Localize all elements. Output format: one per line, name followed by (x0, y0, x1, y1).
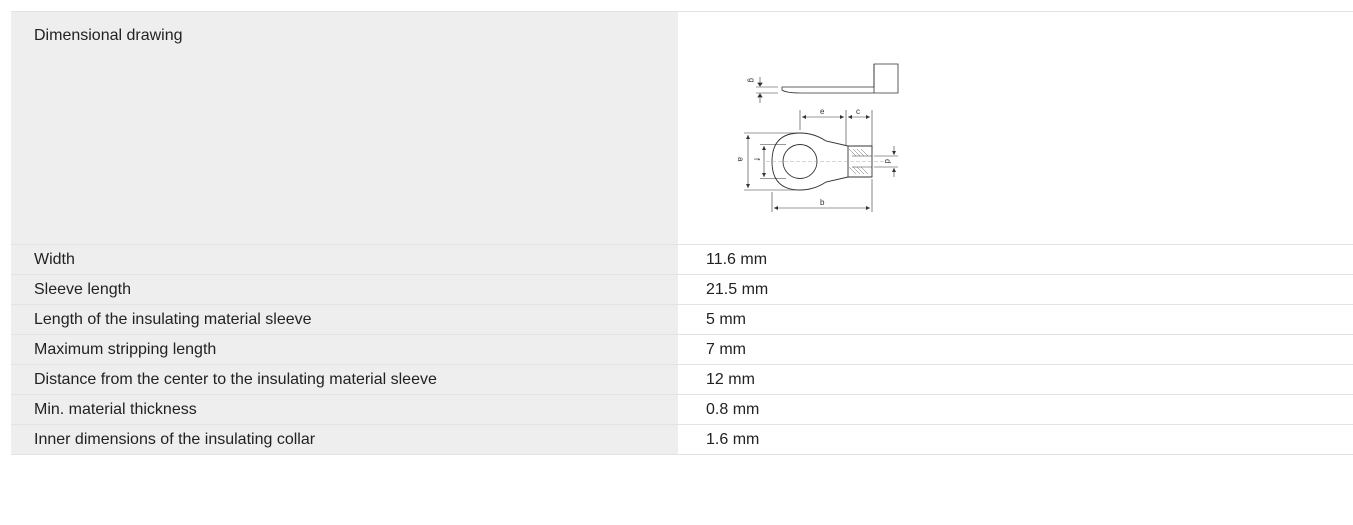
row-label: Length of the insulating material sleeve (11, 305, 678, 334)
spec-table: Dimensional drawing g (11, 11, 1353, 455)
row-value: 1.6 mm (678, 425, 1353, 454)
row-dimensional-drawing: Dimensional drawing g (11, 12, 1353, 245)
row-min-material-thickness: Min. material thickness 0.8 mm (11, 395, 1353, 425)
dim-letter-a: a (736, 157, 745, 162)
row-label: Dimensional drawing (11, 12, 678, 244)
row-width: Width 11.6 mm (11, 245, 1353, 275)
row-value: 5 mm (678, 305, 1353, 334)
dim-letter-d: d (883, 159, 892, 163)
dim-letter-b: b (820, 198, 825, 207)
row-sleeve-length: Sleeve length 21.5 mm (11, 275, 1353, 305)
dim-letter-f: f (752, 158, 761, 161)
row-max-stripping-length: Maximum stripping length 7 mm (11, 335, 1353, 365)
row-label: Width (11, 245, 678, 274)
row-value: 7 mm (678, 335, 1353, 364)
dim-letter-c: c (856, 107, 860, 116)
ring-terminal-drawing: g e c (736, 63, 899, 212)
row-label: Sleeve length (11, 275, 678, 304)
row-label: Inner dimensions of the insulating colla… (11, 425, 678, 454)
dim-letter-g: g (747, 78, 756, 82)
row-value: 12 mm (678, 365, 1353, 394)
row-insulating-collar-inner: Inner dimensions of the insulating colla… (11, 425, 1353, 455)
row-label: Min. material thickness (11, 395, 678, 424)
row-label: Maximum stripping length (11, 335, 678, 364)
row-center-distance: Distance from the center to the insulati… (11, 365, 1353, 395)
row-value: 21.5 mm (678, 275, 1353, 304)
drawing-cell: g e c (678, 12, 1353, 244)
row-value: 0.8 mm (678, 395, 1353, 424)
row-label: Distance from the center to the insulati… (11, 365, 678, 394)
dim-letter-e: e (820, 107, 825, 116)
row-value: 11.6 mm (678, 245, 1353, 274)
row-insulating-sleeve-length: Length of the insulating material sleeve… (11, 305, 1353, 335)
